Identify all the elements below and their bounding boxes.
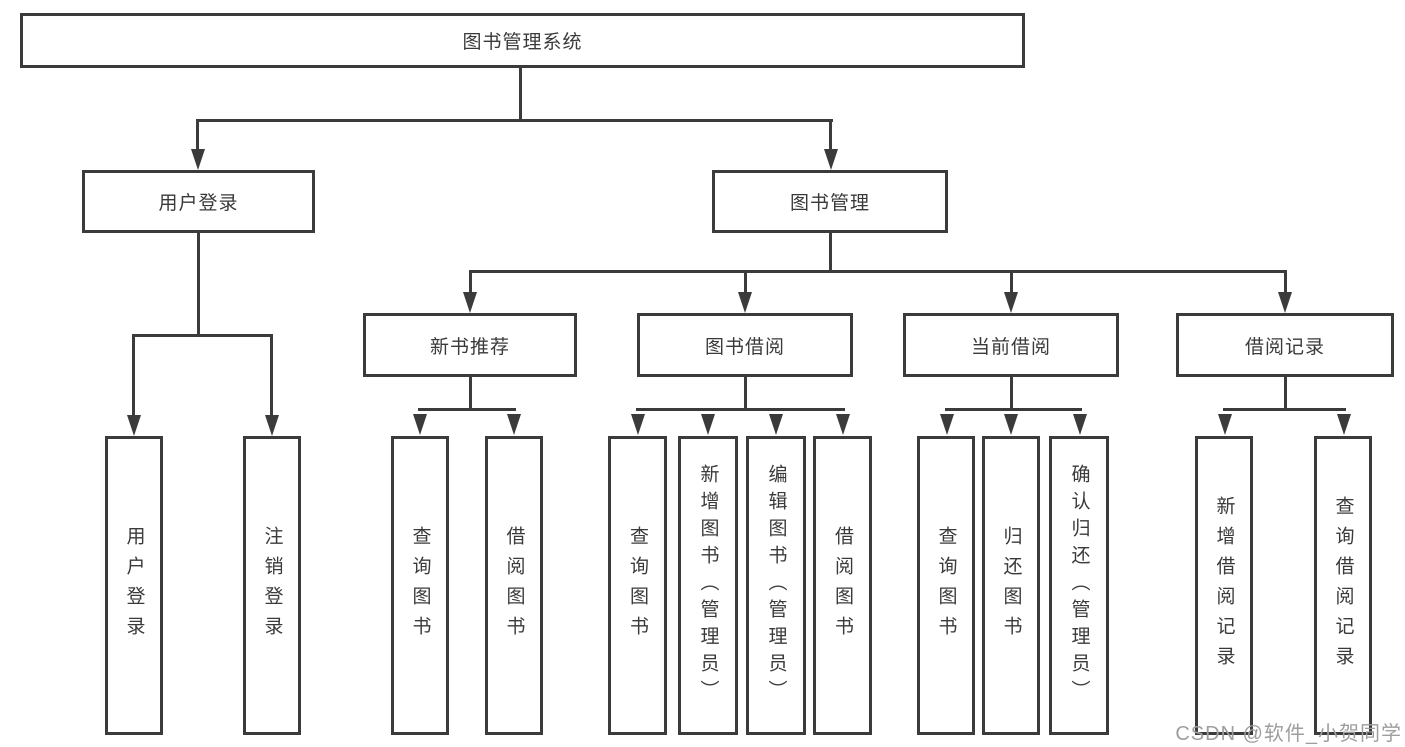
connector-line xyxy=(132,334,135,416)
connector-line xyxy=(1223,408,1346,411)
connector-line xyxy=(636,408,845,411)
connector-line xyxy=(196,119,833,122)
connector-line xyxy=(1284,377,1287,411)
connector-line xyxy=(469,270,472,293)
node-return-books: 归还图书 xyxy=(982,436,1040,735)
arrow-down-icon xyxy=(836,414,850,435)
node-label: 借阅图书 xyxy=(832,525,853,646)
node-label: 查询图书 xyxy=(409,525,431,646)
connector-line xyxy=(132,334,273,337)
node-edit-books-admin: 编辑图书（管理员） xyxy=(746,436,806,735)
node-query-books-1: 查询图书 xyxy=(391,436,449,735)
connector-line xyxy=(1010,270,1013,293)
node-logout: 注销登录 xyxy=(243,436,301,735)
connector-line xyxy=(744,270,747,293)
node-label: 图书管理系统 xyxy=(462,32,583,53)
arrow-down-icon xyxy=(507,414,521,435)
node-library-management-system: 图书管理系统 xyxy=(20,13,1025,68)
connector-line xyxy=(469,270,1287,273)
arrow-down-icon xyxy=(413,414,427,435)
connector-line xyxy=(1284,270,1287,293)
node-book-management: 图书管理 xyxy=(712,170,948,233)
node-add-books-admin: 新增图书（管理员） xyxy=(678,436,738,735)
connector-line xyxy=(1010,377,1013,411)
node-current-borrowing: 当前借阅 xyxy=(903,313,1119,377)
connector-line xyxy=(829,119,832,150)
csdn-watermark: CSDN @软件_小贺同学 xyxy=(1175,723,1402,745)
arrow-down-icon xyxy=(1004,292,1018,313)
arrow-down-icon xyxy=(1278,292,1292,313)
arrow-down-icon xyxy=(940,414,954,435)
node-borrow-books-1: 借阅图书 xyxy=(485,436,543,735)
connector-line xyxy=(945,408,1082,411)
node-label: 用户登录 xyxy=(123,525,145,646)
connector-line xyxy=(744,377,747,411)
arrow-down-icon xyxy=(1073,414,1087,435)
node-label: 查询借阅记录 xyxy=(1332,495,1354,676)
connector-line xyxy=(196,119,199,150)
node-label: 图书借阅 xyxy=(704,336,785,358)
connector-line xyxy=(197,233,200,337)
node-label: 注销登录 xyxy=(261,525,283,646)
arrow-down-icon xyxy=(127,415,141,436)
node-label: 新增图书（管理员） xyxy=(697,464,719,707)
node-label: 新书推荐 xyxy=(429,336,510,358)
connector-line xyxy=(519,68,522,122)
node-confirm-return-admin: 确认归还（管理员） xyxy=(1049,436,1109,735)
node-label: 编辑图书（管理员） xyxy=(765,464,787,707)
arrow-down-icon xyxy=(191,149,205,170)
arrow-down-icon xyxy=(701,414,715,435)
node-label: 当前借阅 xyxy=(970,336,1051,358)
node-user-login: 用户登录 xyxy=(82,170,315,233)
node-new-book-recommendation: 新书推荐 xyxy=(363,313,577,377)
node-query-books-3: 查询图书 xyxy=(917,436,975,735)
node-add-borrowing-record: 新增借阅记录 xyxy=(1195,436,1253,735)
node-user-login-leaf: 用户登录 xyxy=(105,436,163,735)
arrow-down-icon xyxy=(631,414,645,435)
node-book-borrowing: 图书借阅 xyxy=(637,313,853,377)
node-label: 图书管理 xyxy=(789,193,870,214)
arrow-down-icon xyxy=(1004,414,1018,435)
node-label: 新增借阅记录 xyxy=(1213,495,1235,676)
node-borrow-books-2: 借阅图书 xyxy=(813,436,872,735)
connector-line xyxy=(418,408,516,411)
node-label: 借阅图书 xyxy=(503,525,525,646)
arrow-down-icon xyxy=(463,292,477,313)
node-query-borrowing-record: 查询借阅记录 xyxy=(1314,436,1372,735)
arrow-down-icon xyxy=(769,414,783,435)
arrow-down-icon xyxy=(824,149,838,170)
connector-line xyxy=(270,334,273,416)
arrow-down-icon xyxy=(738,292,752,313)
arrow-down-icon xyxy=(1337,414,1351,435)
connector-line xyxy=(469,377,472,411)
node-query-books-2: 查询图书 xyxy=(608,436,667,735)
node-label: 查询图书 xyxy=(627,525,648,646)
node-label: 归还图书 xyxy=(1000,525,1022,646)
node-label: 用户登录 xyxy=(158,193,239,214)
node-label: 确认归还（管理员） xyxy=(1068,464,1090,707)
node-borrowing-records: 借阅记录 xyxy=(1176,313,1394,377)
node-label: 查询图书 xyxy=(935,525,957,646)
arrow-down-icon xyxy=(1218,414,1232,435)
node-label: 借阅记录 xyxy=(1244,336,1325,358)
connector-line xyxy=(829,233,832,273)
arrow-down-icon xyxy=(265,415,279,436)
